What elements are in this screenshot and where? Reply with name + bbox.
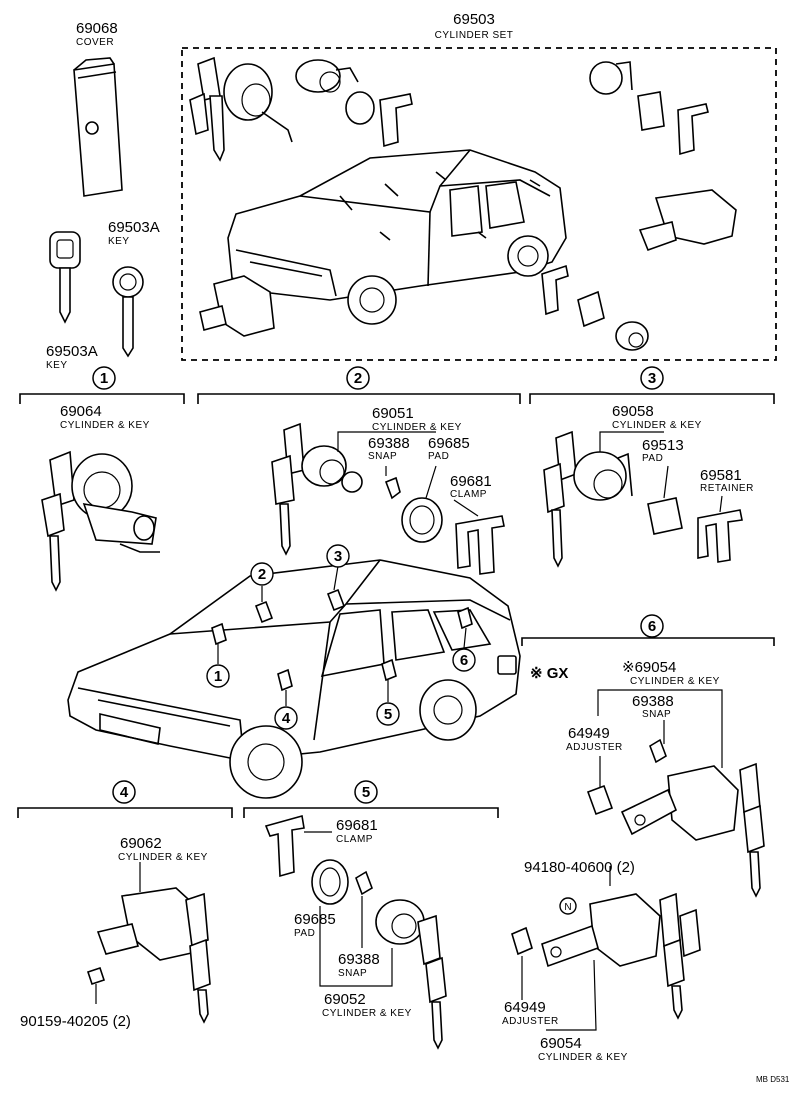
part-name-key-bottom: KEY	[46, 360, 68, 371]
part-number-69062: 69062	[120, 835, 162, 852]
part-number-69052: 69052	[324, 991, 366, 1008]
part-number-69054-low: 69054	[540, 1035, 582, 1052]
part-name-clamp-s2: CLAMP	[450, 489, 487, 500]
part-name-adjuster-low: ADJUSTER	[502, 1016, 559, 1027]
section-marker-3: 3	[640, 366, 664, 390]
car-callout-1-label: 1	[214, 668, 222, 685]
car-callout-4-label: 4	[282, 710, 291, 727]
section-2-label: 2	[354, 370, 362, 387]
section-marker-4: 4	[112, 780, 136, 804]
section-1-label: 1	[100, 370, 108, 387]
part-number-64949-low: 64949	[504, 999, 546, 1016]
part-number-90159: 90159-40205 (2)	[20, 1013, 131, 1030]
part-number-69388-s6: 69388	[632, 693, 674, 710]
part-number-69068: 69068	[76, 20, 118, 37]
cylinder-set-box	[181, 47, 777, 361]
top-car-illustration	[227, 149, 567, 325]
part-name-69064: CYLINDER & KEY	[60, 420, 150, 431]
car-callout-5-label: 5	[384, 706, 392, 723]
car-callout-6: 6	[452, 648, 476, 672]
car-callout-2-label: 2	[258, 566, 266, 583]
section-marker-2: 2	[346, 366, 370, 390]
part-name-snap-s5: SNAP	[338, 968, 367, 979]
section-6-bracket	[521, 637, 775, 646]
part-number-69581: 69581	[700, 467, 742, 484]
cylinder-set-parts	[189, 56, 737, 351]
key-part-right	[112, 266, 144, 358]
car-callout-3: 3	[326, 544, 350, 568]
footer-code: MB D531	[756, 1075, 790, 1084]
part-name-pad-s2: PAD	[428, 451, 449, 462]
part-number-69503a-top: 69503A	[108, 219, 160, 236]
part-name-69058: CYLINDER & KEY	[612, 420, 702, 431]
cover-part	[73, 57, 123, 197]
part-number-94180: 94180-40600 (2)	[524, 859, 635, 876]
key-part-left	[49, 231, 81, 324]
part-number-69058: 69058	[612, 403, 654, 420]
section-marker-1: 1	[92, 366, 116, 390]
section-marker-5: 5	[354, 780, 378, 804]
part-name-key-top: KEY	[108, 236, 130, 247]
part-name-69062: CYLINDER & KEY	[118, 852, 208, 863]
part-name-69052: CYLINDER & KEY	[322, 1008, 412, 1019]
part-name-69054-low: CYLINDER & KEY	[538, 1052, 628, 1063]
part-number-69513: 69513	[642, 437, 684, 454]
section-2-parts	[271, 422, 505, 575]
part-number-69685-s5: 69685	[294, 911, 336, 928]
part-number-69681-s2: 69681	[450, 473, 492, 490]
part-name-69054-gx: CYLINDER & KEY	[630, 676, 720, 687]
section-6-label: 6	[648, 618, 656, 635]
part-name-69051: CYLINDER & KEY	[372, 422, 462, 433]
part-name-clamp-s5: CLAMP	[336, 834, 373, 845]
part-number-69054-gx: ※69054	[622, 659, 676, 676]
middle-car-illustration	[67, 559, 521, 799]
car-callout-6-label: 6	[460, 652, 468, 669]
part-number-69681-s5: 69681	[336, 817, 378, 834]
part-name-snap-s6: SNAP	[642, 709, 671, 720]
part-name-cover: COVER	[76, 37, 114, 48]
part-name-cylinder-set: CYLINDER SET	[435, 30, 514, 41]
part-name-pad-s3: PAD	[642, 453, 663, 464]
part-number-69388-s5: 69388	[338, 951, 380, 968]
section-1-parts	[41, 450, 160, 592]
section-3-parts	[543, 430, 743, 568]
part-name-adjuster-s6: ADJUSTER	[566, 742, 623, 753]
part-name-retainer: RETAINER	[700, 483, 754, 494]
part-number-69064: 69064	[60, 403, 102, 420]
section-3-label: 3	[648, 370, 656, 387]
section-marker-6: 6	[640, 614, 664, 638]
part-number-69503a-bottom: 69503A	[46, 343, 98, 360]
car-callout-3-label: 3	[334, 548, 342, 565]
car-callout-1: 1	[206, 664, 230, 688]
gx-note: ※ GX	[530, 665, 568, 682]
section-5-bracket	[243, 807, 499, 818]
section-5-label: 5	[362, 784, 370, 801]
lower-right-parts: N	[511, 866, 701, 1031]
section-5-parts	[264, 814, 447, 1050]
section-brackets-row1	[19, 393, 775, 404]
part-number-69388-s2: 69388	[368, 435, 410, 452]
car-callout-2: 2	[250, 562, 274, 586]
part-number-69503: 69503	[453, 11, 495, 28]
section-4-parts	[86, 862, 211, 1024]
section-4-label: 4	[120, 784, 129, 801]
part-name-pad-s5: PAD	[294, 928, 315, 939]
part-number-69051: 69051	[372, 405, 414, 422]
car-callout-5: 5	[376, 702, 400, 726]
part-number-69685-s2: 69685	[428, 435, 470, 452]
section-4-bracket	[17, 807, 233, 818]
car-callout-4: 4	[274, 706, 298, 730]
part-name-snap-s2: SNAP	[368, 451, 397, 462]
part-number-64949-s6: 64949	[568, 725, 610, 742]
section-6-parts	[586, 689, 765, 898]
n-marker-label: N	[564, 902, 571, 913]
